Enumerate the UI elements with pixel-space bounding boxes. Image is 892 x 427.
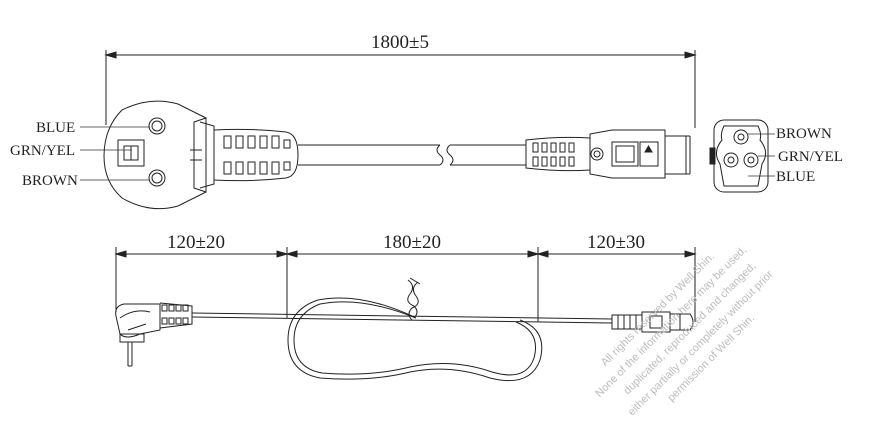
connector-label-blue: BLUE xyxy=(776,169,815,185)
c5-connector-side xyxy=(611,311,694,333)
connector-wire-labels: BROWN GRN/YEL BLUE xyxy=(748,126,843,185)
connector-label-grn-yel: GRN/YEL xyxy=(778,149,843,165)
connector-label-brown: BROWN xyxy=(776,126,832,142)
plug-label-grn-yel: GRN/YEL xyxy=(10,143,75,159)
plug-label-blue: BLUE xyxy=(36,120,75,136)
cable-side xyxy=(191,277,613,382)
plug-segment-label: 120±20 xyxy=(167,232,225,253)
overall-length-label: 1800±5 xyxy=(371,32,429,53)
connector-segment-label: 120±30 xyxy=(587,232,645,253)
plug-label-brown: BROWN xyxy=(22,173,78,189)
schuko-plug-top xyxy=(103,100,299,210)
overall-dimension: 1800±5 xyxy=(104,32,697,128)
connector-grip-ribs xyxy=(532,142,575,167)
plug-wire-labels: BLUE GRN/YEL BROWN xyxy=(10,120,150,189)
side-connector-ribs xyxy=(617,315,637,329)
side-plug-grip-ribs xyxy=(161,304,189,325)
middle-segment-label: 180±20 xyxy=(383,232,441,253)
c5-connector-top xyxy=(525,129,691,179)
cable-top xyxy=(298,144,526,166)
plug-grip-ribs xyxy=(223,135,291,175)
segment-dimensions: 120±20 180±20 120±30 xyxy=(114,232,697,322)
schuko-plug-side xyxy=(115,302,193,367)
